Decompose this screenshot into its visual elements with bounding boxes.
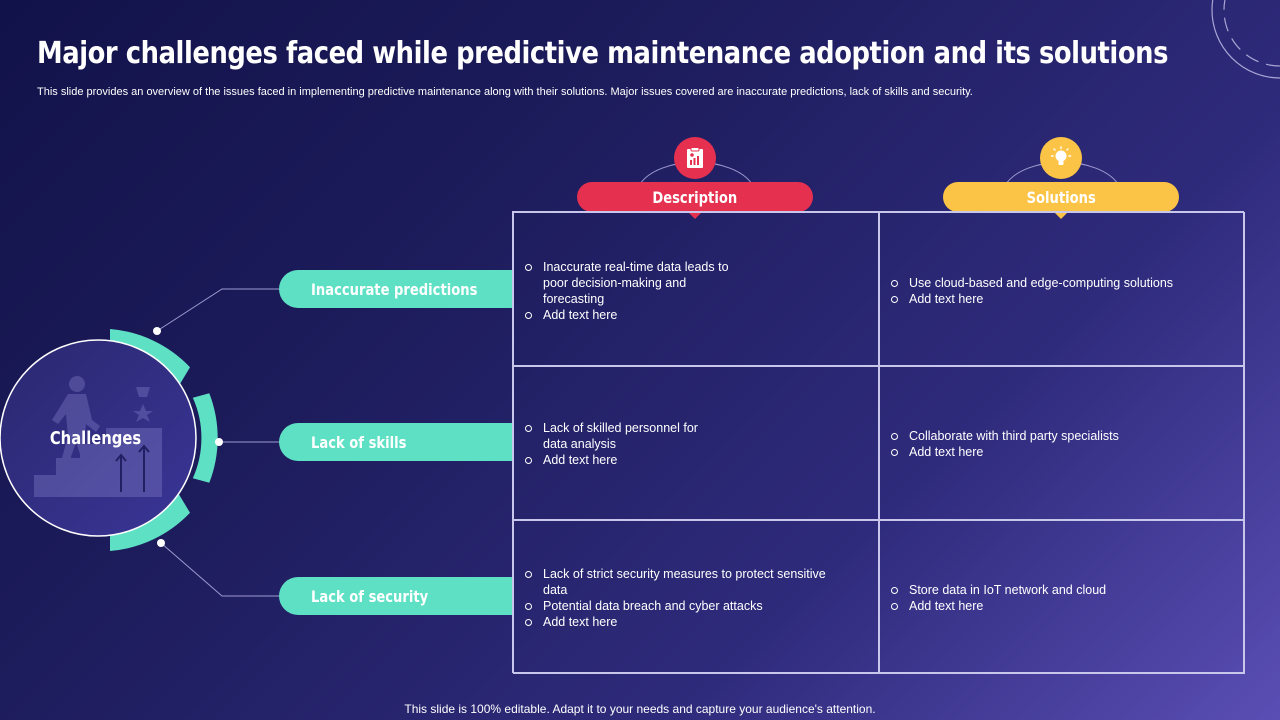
description-bullet: Add text here [524, 307, 733, 323]
solutions-bullet: Use cloud-based and edge-computing solut… [890, 275, 1173, 291]
description-cell-3: Lack of strict security measures to prot… [513, 520, 879, 674]
clipboard-chart-icon [687, 147, 703, 168]
solutions-bullet: Add text here [890, 291, 1173, 307]
solutions-icon-badge [1040, 137, 1082, 179]
solutions-bullet: Store data in IoT network and cloud [890, 582, 1106, 598]
description-bullet: Add text here [524, 614, 853, 630]
solutions-cell-3: Store data in IoT network and cloud Add … [879, 520, 1245, 674]
page-title: Major challenges faced while predictive … [37, 36, 1169, 71]
solutions-cell-2: Collaborate with third party specialists… [879, 366, 1245, 520]
challenges-solutions-grid: Inaccurate real-time data leads to poor … [512, 211, 1245, 674]
description-cell-2: Lack of skilled personnel for data analy… [513, 366, 879, 520]
challenges-hub-graphic [0, 288, 280, 597]
hub-label: Challenges [49, 428, 142, 449]
challenge-label: Lack of skills [311, 432, 407, 452]
lightbulb-icon [1050, 146, 1072, 165]
description-header-label: Description [652, 187, 738, 207]
description-cell-1: Inaccurate real-time data leads to poor … [513, 212, 879, 366]
challenge-label: Lack of security [311, 586, 429, 606]
description-bullet: Potential data breach and cyber attacks [524, 598, 853, 614]
solutions-bullet: Collaborate with third party specialists [890, 428, 1119, 444]
description-header: Description [577, 182, 813, 219]
description-icon-badge [674, 137, 716, 179]
solutions-header-label: Solutions [1026, 187, 1096, 207]
challenge-label: Inaccurate predictions [311, 279, 478, 299]
solutions-bullet: Add text here [890, 444, 1119, 460]
description-bullet: Inaccurate real-time data leads to poor … [524, 259, 733, 307]
challenge-pill-inaccurate-predictions: Inaccurate predictions [279, 270, 512, 308]
footer-note: This slide is 100% editable. Adapt it to… [404, 702, 876, 716]
solutions-bullet: Add text here [890, 598, 1106, 614]
challenge-pill-lack-of-skills: Lack of skills [279, 423, 512, 461]
description-bullet: Add text here [524, 452, 718, 468]
description-bullet: Lack of skilled personnel for data analy… [524, 420, 718, 452]
decorative-circles [1211, 0, 1280, 79]
page-subtitle: This slide provides an overview of the i… [37, 86, 973, 98]
solutions-header: Solutions [943, 182, 1179, 219]
description-bullet: Lack of strict security measures to prot… [524, 566, 853, 598]
challenge-pill-lack-of-security: Lack of security [279, 577, 512, 615]
solutions-cell-1: Use cloud-based and edge-computing solut… [879, 212, 1245, 366]
